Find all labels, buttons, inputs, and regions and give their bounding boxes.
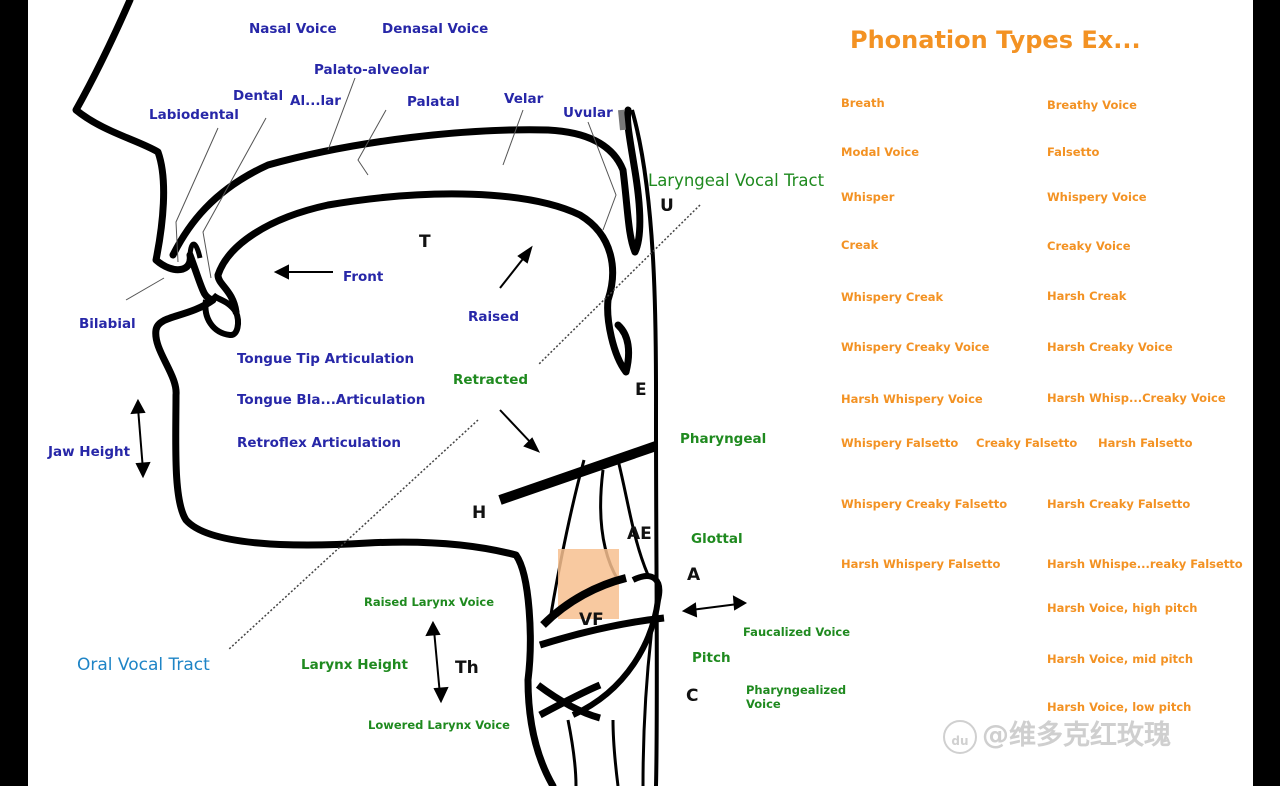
phonation-item: Harsh Creak xyxy=(1047,289,1127,303)
label-pitch: Pitch xyxy=(692,650,731,666)
label-faucalized: Faucalized Voice xyxy=(743,625,851,639)
trachea-left xyxy=(566,719,578,786)
phonation-item: Breathy Voice xyxy=(1047,98,1137,112)
label-nasal-voice: Nasal Voice xyxy=(249,21,337,37)
phonation-item: Whispery Falsetto xyxy=(841,436,959,450)
label-denasal-voice: Denasal Voice xyxy=(382,21,489,37)
face-outline xyxy=(72,0,557,786)
label-retroflex: Retroflex Articulation xyxy=(237,435,402,451)
letter-ae: AE xyxy=(627,524,652,544)
phonation-item: Creak xyxy=(841,238,879,252)
direction-arrows xyxy=(130,245,748,704)
letter-u: U xyxy=(660,196,674,216)
label-uvular: Uvular xyxy=(563,105,613,121)
phonation-item: Harsh Whispery Falsetto xyxy=(841,557,1001,571)
letter-e: E xyxy=(635,380,647,400)
phonation-item: Harsh Whispery Voice xyxy=(841,392,983,406)
palate xyxy=(169,106,644,259)
letter-th: Th xyxy=(455,658,479,678)
phonation-item: Harsh Voice, mid pitch xyxy=(1047,652,1194,666)
letter-vf: VF xyxy=(579,610,604,630)
phonation-item: Falsetto xyxy=(1047,145,1100,159)
tract-divider xyxy=(227,204,701,651)
watermark-logo: du xyxy=(943,720,977,754)
phonation-item: Modal Voice xyxy=(841,145,920,159)
phonation-item: Harsh Creaky Falsetto xyxy=(1047,497,1191,511)
phonation-item: Whispery Creak xyxy=(841,290,944,304)
label-velar: Velar xyxy=(504,91,544,107)
letter-h: H xyxy=(472,503,487,523)
phonation-item: Whispery Voice xyxy=(1047,190,1147,204)
phonation-item: Breath xyxy=(841,96,885,110)
phonation-item: Harsh Voice, low pitch xyxy=(1047,700,1192,714)
label-pharyngealized: Pharyngealized Voice xyxy=(746,683,847,711)
phonation-item: Harsh Whisp...Creaky Voice xyxy=(1047,391,1226,405)
place-pointer-lines xyxy=(125,77,617,301)
label-palatal: Palatal xyxy=(407,94,460,110)
label-tongue-blade: Tongue Bla...Articulation xyxy=(237,392,426,408)
upper-teeth xyxy=(187,241,203,259)
phonation-item: Harsh Creaky Voice xyxy=(1047,340,1173,354)
letter-c: C xyxy=(686,686,699,706)
diagram-canvas: Phonation Types Ex... Nasal Voice Denasa… xyxy=(28,0,1253,786)
watermark-text: @维多克红玫瑰 xyxy=(982,720,1171,751)
phonation-item: Harsh Whispe...reaky Falsetto xyxy=(1047,557,1243,571)
label-lowered-larynx: Lowered Larynx Voice xyxy=(368,718,510,732)
phonation-item: Creaky Falsetto xyxy=(976,436,1078,450)
phonation-item: Harsh Falsetto xyxy=(1098,436,1193,450)
uvula-tip xyxy=(618,109,626,131)
label-alveolar: Al...lar xyxy=(290,93,341,109)
label-palato-alveolar: Palato-alveolar xyxy=(314,62,430,78)
vocal-fold-upper xyxy=(540,574,627,628)
phonation-item: Whispery Creaky Voice xyxy=(841,340,990,354)
label-front: Front xyxy=(343,269,384,285)
phonation-item: Creaky Voice xyxy=(1047,239,1131,253)
label-glottal: Glottal xyxy=(691,531,743,547)
label-jaw-height: Jaw Height xyxy=(48,444,131,460)
label-tongue-tip: Tongue Tip Articulation xyxy=(237,351,415,367)
label-pharyngeal: Pharyngeal xyxy=(680,431,767,447)
cartilage-curve xyxy=(571,573,663,718)
phonation-item: Whisper xyxy=(841,190,895,204)
label-laryngeal-vocal-tract: Laryngeal Vocal Tract xyxy=(648,171,825,190)
cricoid-cross-2 xyxy=(538,681,602,719)
phonation-item: Whispery Creaky Falsetto xyxy=(841,497,1008,511)
label-dental: Dental xyxy=(233,88,284,104)
cricoid-cross-1 xyxy=(535,682,601,722)
label-raised-larynx: Raised Larynx Voice xyxy=(364,595,495,609)
pharynx-back-wall xyxy=(630,109,659,786)
esophagus-line xyxy=(641,619,655,786)
hyoid-bar xyxy=(498,441,658,505)
lower-lip xyxy=(202,292,241,338)
larynx-back-line xyxy=(616,459,650,576)
label-raised: Raised xyxy=(468,309,519,325)
label-retracted: Retracted xyxy=(453,372,529,388)
phonation-item: Harsh Voice, high pitch xyxy=(1047,601,1198,615)
letter-t: T xyxy=(419,232,431,252)
trachea-right xyxy=(611,719,620,786)
larynx-front-line xyxy=(548,459,586,621)
diagram-title: Phonation Types Ex... xyxy=(850,26,1141,54)
letter-a: A xyxy=(687,565,701,585)
label-labiodental: Labiodental xyxy=(149,107,239,123)
label-bilabial: Bilabial xyxy=(79,316,136,332)
tongue-surface xyxy=(214,190,633,376)
label-oral-vocal-tract: Oral Vocal Tract xyxy=(77,655,210,675)
vocal-tract-diagram xyxy=(72,0,748,786)
label-larynx-height: Larynx Height xyxy=(301,657,408,673)
